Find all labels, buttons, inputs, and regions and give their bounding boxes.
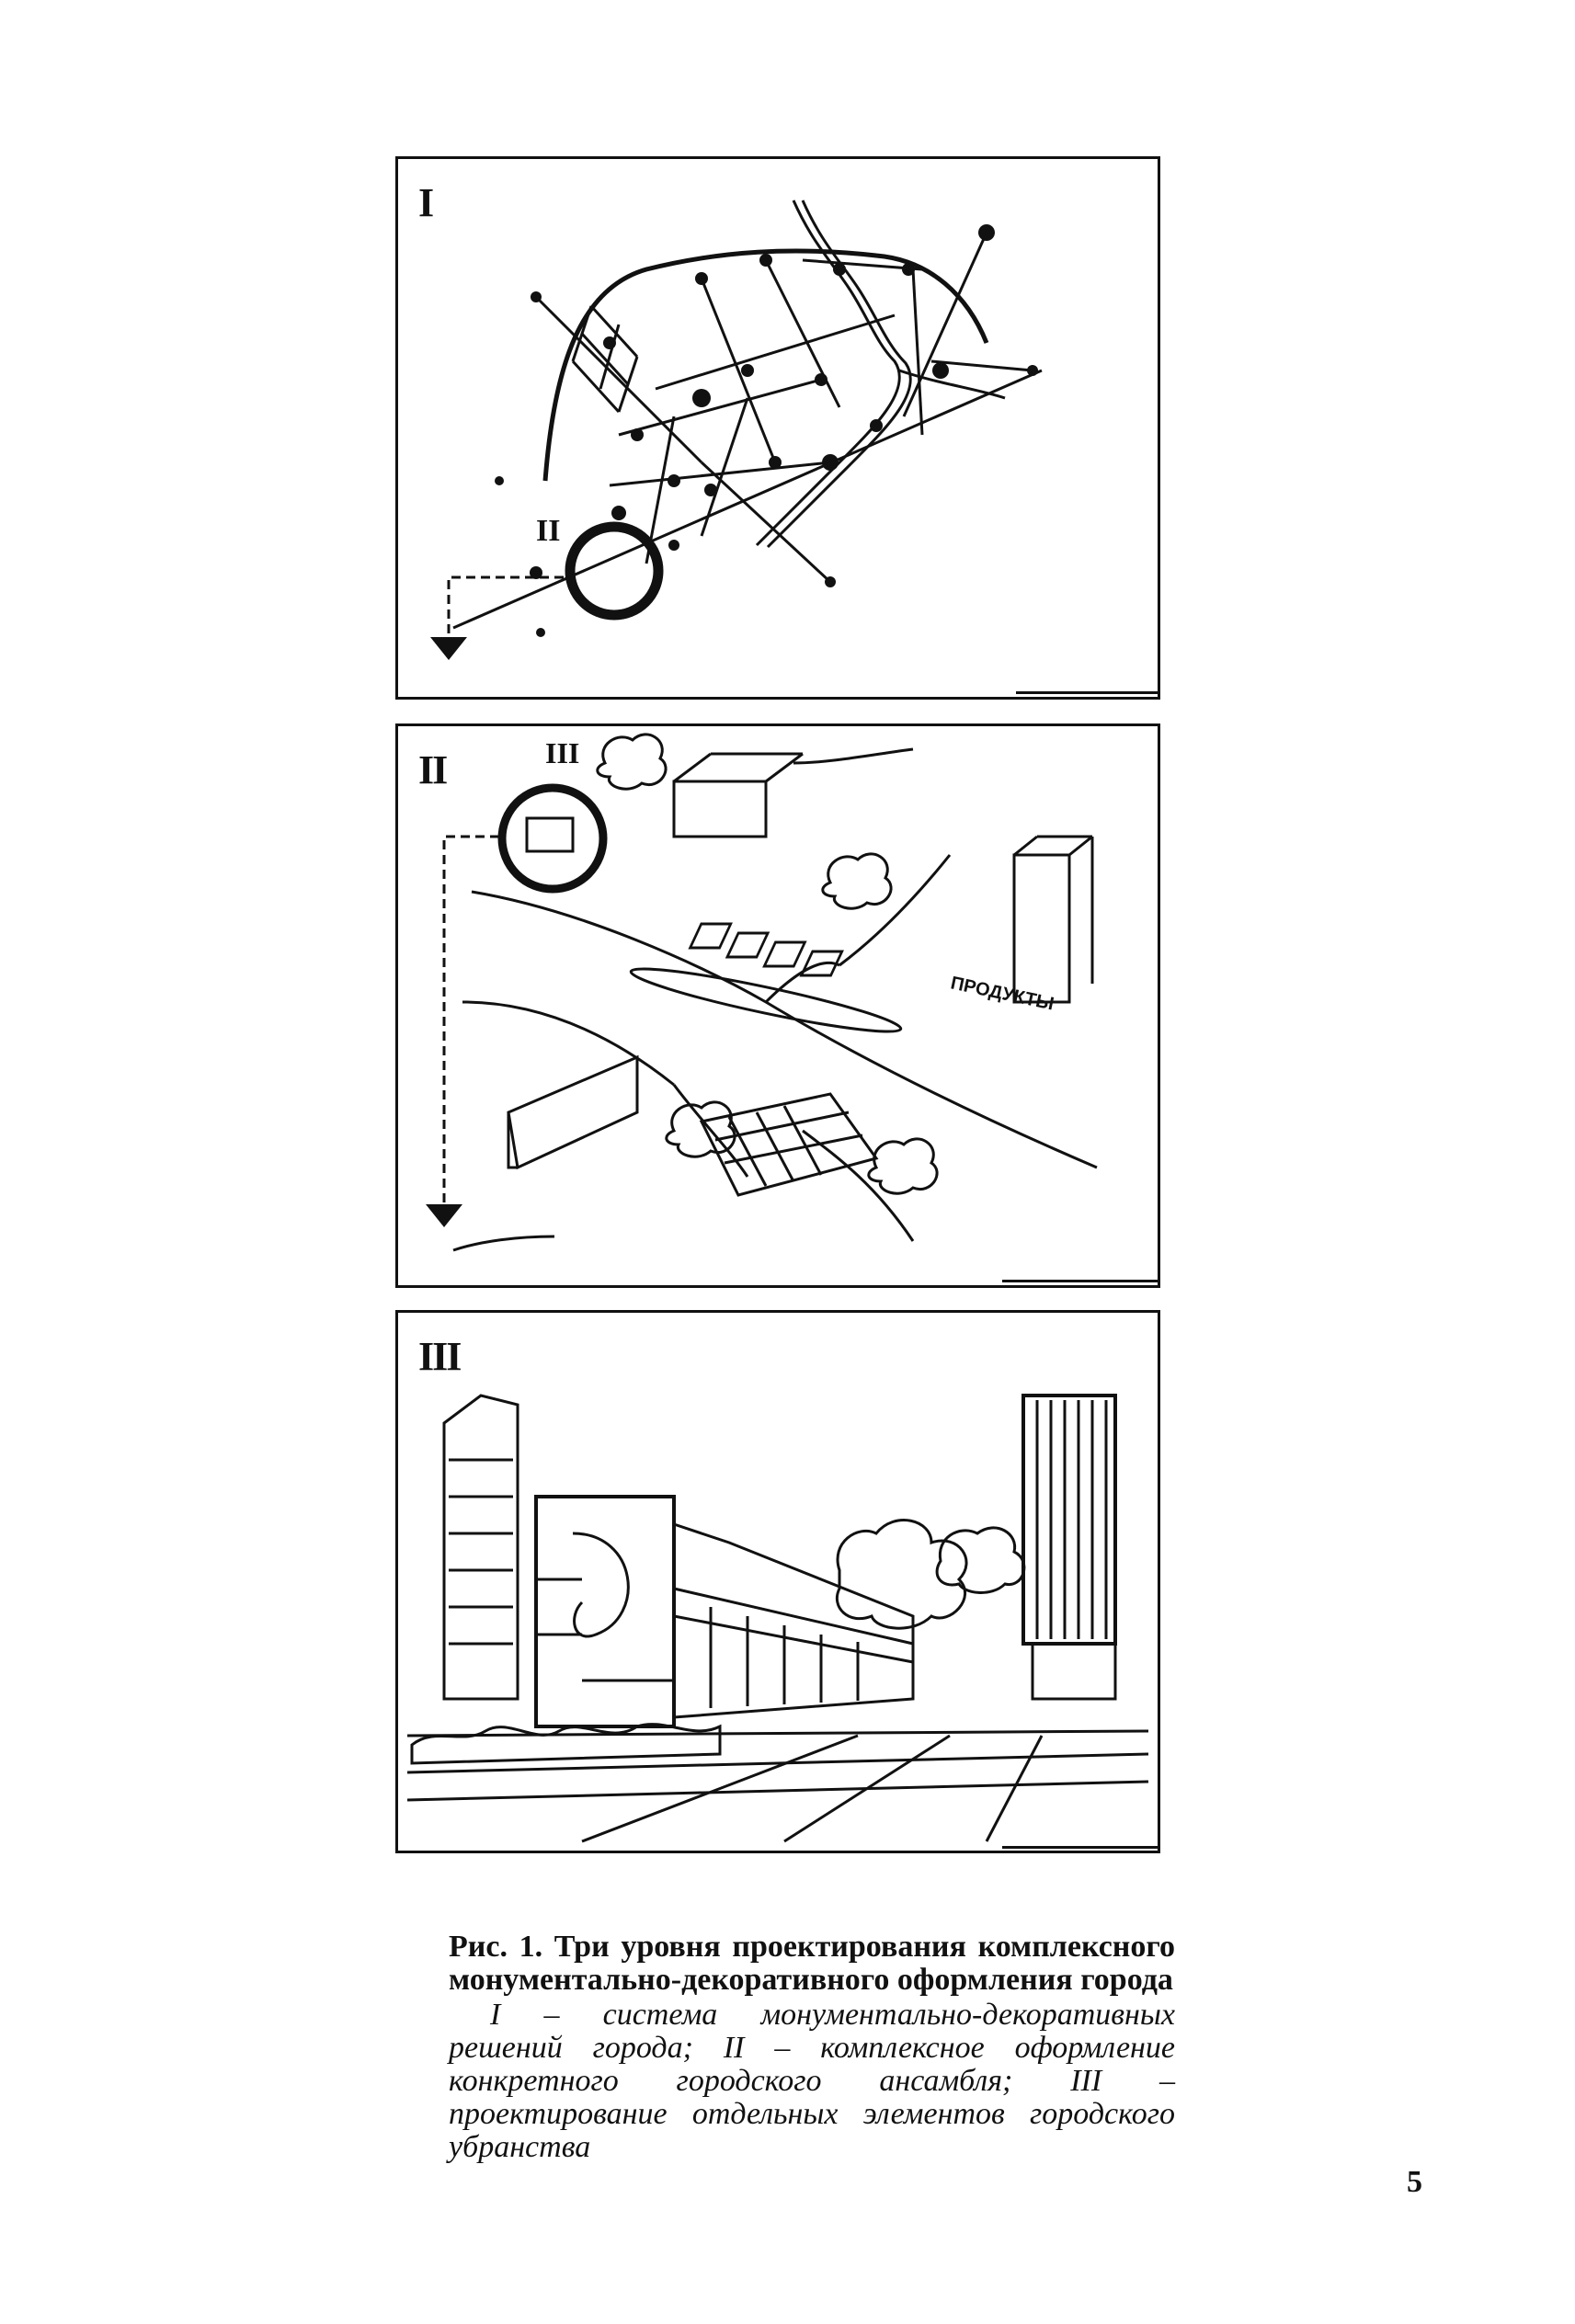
building-drawing: [406, 1394, 1149, 1843]
caption-description: I – система монументально-декоративных р…: [449, 1998, 1175, 2164]
figure-panel-building: III: [395, 1310, 1160, 1853]
panel-edge-mark: [1002, 1280, 1158, 1282]
figure-panel-intersection: II: [395, 723, 1160, 1288]
svg-text:II: II: [536, 514, 560, 548]
shop-sign: ПРОДУКТЫ: [949, 973, 1056, 1014]
intersection-drawing: III ПРОДУКТЫ: [426, 733, 1098, 1252]
panel-label: III: [418, 1334, 462, 1379]
page-number: 5: [1407, 2165, 1422, 2199]
panel-edge-mark: [1016, 691, 1158, 694]
caption-title: Рис. 1. Три уровня проектирования компле…: [449, 1930, 1175, 1997]
panel-edge-mark: [1002, 1846, 1158, 1849]
panel-label: II: [418, 747, 448, 792]
figure-panel-city-plan: I: [395, 156, 1160, 700]
figure-caption: Рис. 1. Три уровня проектирования компле…: [449, 1931, 1175, 2164]
city-plan-drawing: II: [430, 199, 1043, 660]
inset-label: III: [545, 736, 579, 769]
panel-label: I: [418, 180, 434, 225]
